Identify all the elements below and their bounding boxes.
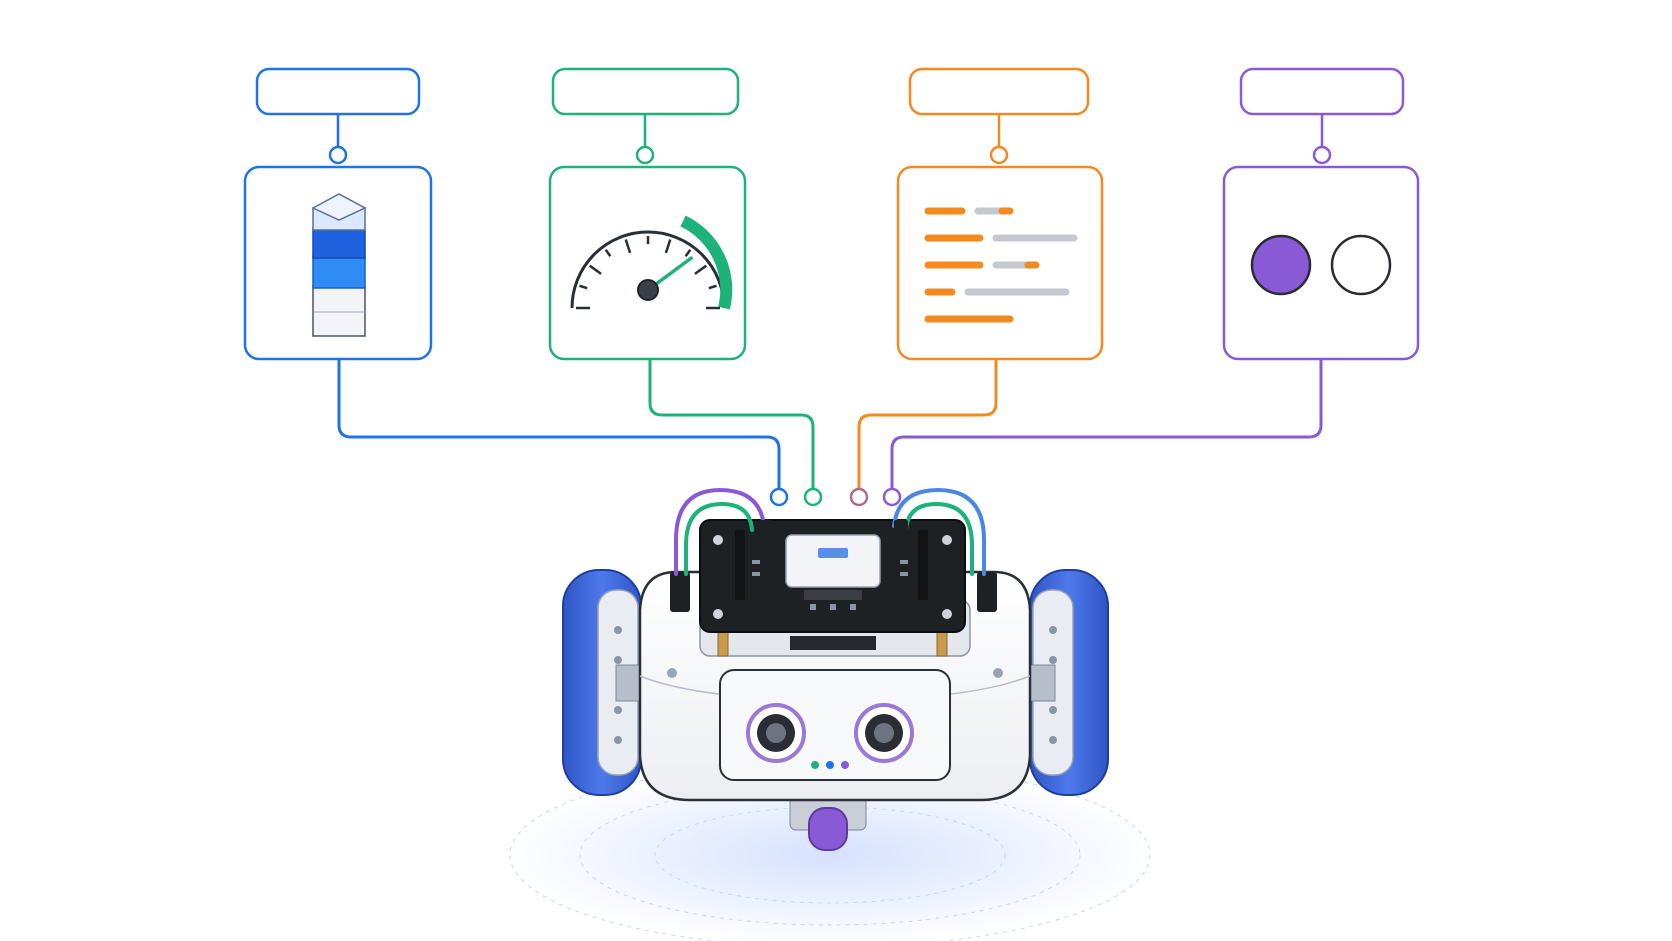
toggle-circles-icon	[1250, 234, 1392, 296]
panel-blue-port	[328, 145, 348, 165]
panel-purple-card	[1222, 165, 1420, 361]
panel-purple[interactable]	[1222, 67, 1420, 361]
gauge-tick	[579, 284, 588, 290]
panel-green-port	[635, 145, 655, 165]
speedometer-gauge-icon	[570, 215, 733, 310]
jumper-wire-blue	[892, 487, 986, 576]
right-wheel	[1024, 569, 1109, 796]
panel-purple-port	[1312, 145, 1332, 165]
gauge-tick	[694, 264, 707, 275]
purple-connector-wire	[890, 360, 1323, 497]
stacked-cubes-icon	[311, 193, 367, 337]
robot-input-ports	[769, 487, 902, 507]
gauge-tick	[624, 239, 632, 254]
port-green	[803, 487, 823, 507]
panel-green[interactable]	[548, 67, 747, 361]
text-lines-log-icon	[924, 207, 1078, 323]
panel-blue-label-box[interactable]	[255, 67, 421, 116]
left-wheel	[562, 569, 647, 796]
port-blue	[769, 487, 789, 507]
ultrasonic-sensor-left	[746, 703, 806, 763]
green-connector-wire	[648, 360, 815, 497]
panel-green-card	[548, 165, 747, 361]
robot-car-icon	[562, 487, 1109, 851]
panel-green-label-box[interactable]	[551, 67, 740, 116]
controller-board	[699, 519, 966, 650]
panel-orange-label-box[interactable]	[908, 67, 1090, 116]
port-orange	[849, 487, 869, 507]
panel-orange[interactable]	[896, 67, 1104, 361]
panel-orange-port	[989, 145, 1009, 165]
jumper-wire-purple	[674, 487, 766, 576]
gauge-tick	[684, 249, 692, 257]
gauge-tick	[664, 239, 672, 254]
blue-connector-wire	[337, 360, 781, 497]
panel-purple-label-box[interactable]	[1239, 67, 1405, 116]
toggle-right-off[interactable]	[1330, 234, 1392, 296]
gauge-tick	[589, 264, 602, 275]
gauge-tick	[604, 249, 612, 257]
jumper-wire-green-right	[904, 501, 974, 576]
port-purple	[882, 487, 902, 507]
toggle-left-on[interactable]	[1250, 234, 1312, 296]
orange-connector-wire	[857, 360, 998, 497]
gauge-tick	[708, 284, 717, 290]
panel-blue[interactable]	[243, 67, 433, 361]
ultrasonic-sensor-right	[854, 703, 914, 763]
jumper-wire-green-left	[684, 501, 754, 576]
status-leds	[811, 761, 849, 769]
